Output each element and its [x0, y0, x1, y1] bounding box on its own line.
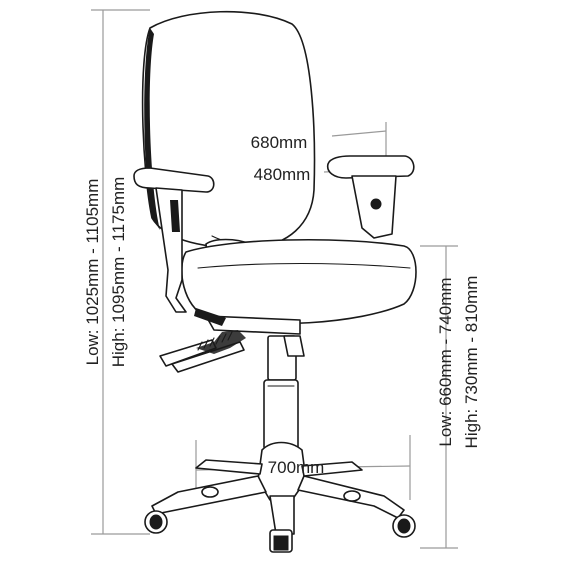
seat-height-guide [420, 245, 458, 549]
castor-left [144, 510, 168, 534]
total-height-high-label: High: 1095mm - 1175mm [109, 177, 128, 368]
armrest-adjust-knob-icon [370, 198, 382, 210]
overall-width-label: 680mm [251, 133, 308, 152]
seat-mechanism [194, 308, 301, 335]
seat-height-low-label: Low: 660mm - 740mm [436, 277, 455, 446]
seat-height-high-label: High: 730mm - 810mm [462, 276, 481, 449]
seat-width-label: 480mm [254, 165, 311, 184]
castor-right [392, 514, 416, 538]
right-armrest [326, 155, 415, 239]
castors [144, 486, 416, 553]
total-height-low-label: Low: 1025mm - 1105mm [83, 179, 102, 366]
star-base [151, 441, 405, 535]
gas-lift [263, 335, 305, 451]
base-width-label: 700mm [268, 458, 325, 477]
castor-back-left [201, 486, 219, 498]
castor-front [269, 529, 293, 553]
total-height-guide [91, 9, 150, 535]
adjustment-levers [159, 330, 246, 373]
left-armrest [133, 167, 215, 313]
castor-back-right [343, 490, 361, 502]
seat [180, 238, 417, 325]
